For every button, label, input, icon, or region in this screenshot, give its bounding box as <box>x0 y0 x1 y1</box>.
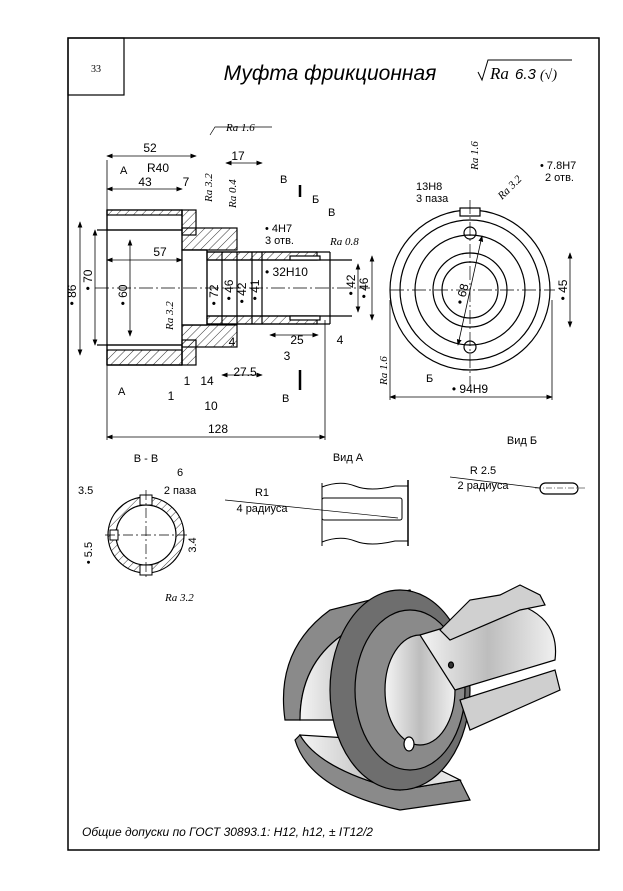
page-number-box <box>67 37 125 96</box>
svg-text:A: A <box>118 386 126 398</box>
svg-text:• 94H9: • 94H9 <box>452 382 489 396</box>
svg-text:(√): (√) <box>540 68 557 83</box>
svg-text:A: A <box>120 165 128 177</box>
general-roughness-symbol: Ra 6.3 (√) <box>477 59 572 83</box>
svg-text:52: 52 <box>143 141 157 155</box>
svg-text:Ra 1.6: Ra 1.6 <box>378 356 390 386</box>
page-number: 33 <box>91 64 101 75</box>
main-notes: • 4H7 3 отв. A A B Б B B <box>118 165 335 405</box>
page-title: Муфта фрикционная <box>224 62 437 85</box>
main-section-view <box>97 209 352 366</box>
view-a: Вид А R1 4 радиуса <box>224 452 409 546</box>
svg-text:7: 7 <box>183 175 190 189</box>
svg-text:57: 57 <box>153 245 167 259</box>
svg-text:• 42: • 42 <box>344 274 358 295</box>
svg-text:• 45: • 45 <box>556 279 570 300</box>
svg-text:4: 4 <box>229 335 236 349</box>
svg-text:4 радиуса: 4 радиуса <box>237 503 289 515</box>
svg-text:Вид А: Вид А <box>333 452 364 464</box>
svg-text:2 радиуса: 2 радиуса <box>458 480 510 492</box>
svg-text:• 42: • 42 <box>235 282 249 303</box>
svg-text:• 46: • 46 <box>222 279 236 300</box>
svg-text:• 4H7: • 4H7 <box>265 223 292 235</box>
svg-text:2 паза: 2 паза <box>164 485 197 497</box>
svg-text:1: 1 <box>184 374 191 388</box>
svg-text:• 7.8H7: • 7.8H7 <box>540 160 576 172</box>
svg-text:• 68: • 68 <box>453 282 472 306</box>
svg-text:3.5: 3.5 <box>78 485 93 497</box>
svg-text:10: 10 <box>204 399 218 413</box>
svg-text:Б: Б <box>426 373 433 385</box>
svg-text:13H8: 13H8 <box>416 181 442 193</box>
svg-text:Ra 1.6: Ra 1.6 <box>225 122 255 134</box>
footer-tolerances: Общие допуски по ГОСТ 30893.1: H12, h12,… <box>82 825 373 839</box>
svg-text:• 32H10: • 32H10 <box>265 265 308 279</box>
svg-text:R 2.5: R 2.5 <box>470 465 496 477</box>
isometric-cutaway <box>282 584 561 811</box>
svg-text:Ra 3.2: Ra 3.2 <box>203 173 215 203</box>
main-dimensions: 52 R40 43 7 17 57 • 86 • 70 • 60 • 72 • … <box>65 141 371 436</box>
svg-text:Ra 1.6: Ra 1.6 <box>469 141 481 171</box>
svg-text:128: 128 <box>208 422 228 436</box>
svg-text:6.3: 6.3 <box>515 66 537 83</box>
svg-text:Ra 3.2: Ra 3.2 <box>495 173 525 203</box>
svg-text:B: B <box>280 174 287 186</box>
svg-text:4: 4 <box>337 333 344 347</box>
svg-text:• 72: • 72 <box>207 284 221 305</box>
svg-text:3: 3 <box>284 349 291 363</box>
svg-text:• 86: • 86 <box>65 284 79 305</box>
svg-text:43: 43 <box>138 175 152 189</box>
svg-text:B - B: B - B <box>134 453 158 465</box>
svg-text:B: B <box>328 207 335 219</box>
end-view <box>389 200 555 385</box>
svg-text:• 70: • 70 <box>81 269 95 290</box>
svg-text:27.5: 27.5 <box>233 365 257 379</box>
svg-text:Ra: Ra <box>489 64 509 83</box>
svg-text:• 46: • 46 <box>357 277 371 298</box>
svg-text:17: 17 <box>231 149 245 163</box>
svg-text:3 отв.: 3 отв. <box>265 235 294 247</box>
svg-text:Ra 0.8: Ra 0.8 <box>329 236 359 248</box>
svg-text:25: 25 <box>290 333 304 347</box>
svg-text:Ra 3.2: Ra 3.2 <box>164 301 176 331</box>
svg-text:3.4: 3.4 <box>187 537 199 552</box>
view-b: Вид Б R 2.5 2 радиуса <box>449 435 585 495</box>
svg-text:R1: R1 <box>255 487 269 499</box>
svg-text:6: 6 <box>177 467 183 479</box>
svg-text:R40: R40 <box>147 161 169 175</box>
svg-text:2 отв.: 2 отв. <box>545 172 574 184</box>
svg-text:Вид Б: Вид Б <box>507 435 537 447</box>
svg-text:Ra 0.4: Ra 0.4 <box>227 179 239 209</box>
main-roughness: Ra 1.6 Ra 3.2 Ra 0.4 Ra 0.8 Ra 3.2 <box>164 122 359 331</box>
svg-text:3 паза: 3 паза <box>416 193 449 205</box>
svg-text:• 41: • 41 <box>248 279 262 300</box>
svg-text:• 5.5: • 5.5 <box>83 542 95 564</box>
svg-text:1: 1 <box>168 389 175 403</box>
section-vv: B - B 6 2 паза 3.5 • 5.5 3.4 Ra 3.2 <box>78 453 199 604</box>
svg-text:Ra 3.2: Ra 3.2 <box>164 592 194 604</box>
svg-text:B: B <box>282 393 289 405</box>
sheet-frame <box>67 37 600 851</box>
svg-text:Б: Б <box>312 194 319 206</box>
svg-text:• 60: • 60 <box>116 284 130 305</box>
svg-text:14: 14 <box>200 374 214 388</box>
